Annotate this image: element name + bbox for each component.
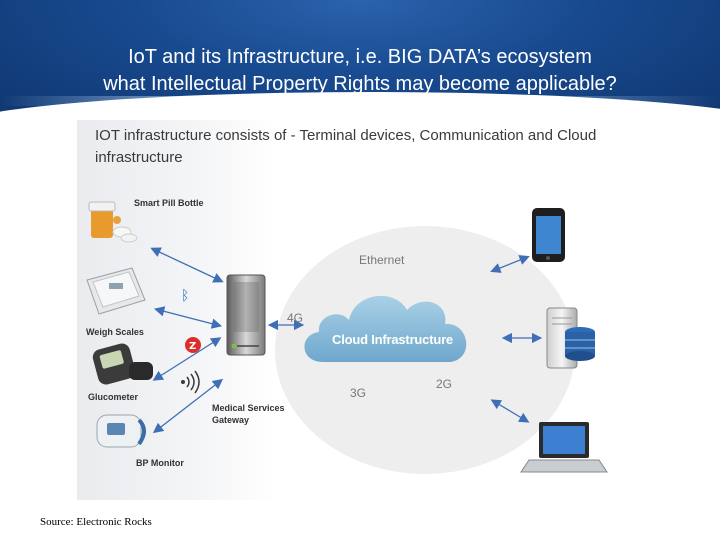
bp-monitor-icon bbox=[96, 414, 146, 448]
title-banner bbox=[0, 0, 720, 125]
label-weigh-scales: Weigh Scales bbox=[86, 327, 144, 337]
gateway-label-line1: Medical Services bbox=[212, 403, 285, 413]
smartphone-icon bbox=[532, 208, 565, 262]
weigh-scale-icon bbox=[86, 267, 146, 315]
diagram-heading: IOT infrastructure consists of - Termina… bbox=[95, 125, 615, 169]
source-caption: Source: Electronic Rocks bbox=[40, 516, 152, 528]
diagram-heading-line1: IOT infrastructure consists of - Termina… bbox=[95, 127, 597, 144]
label-bp-monitor: BP Monitor bbox=[136, 458, 184, 468]
cloud-icon bbox=[304, 295, 467, 362]
bp-monitor-link-arrow bbox=[152, 378, 224, 434]
iot-infrastructure-diagram: IOT infrastructure consists of - Termina… bbox=[77, 120, 620, 500]
pill-bottle-icon bbox=[88, 201, 138, 243]
label-2g: 2G bbox=[436, 377, 453, 391]
pill-bottle-link-arrow bbox=[150, 247, 224, 283]
zigbee-icon: Z bbox=[185, 337, 201, 353]
gateway-label-line2: Gateway bbox=[212, 415, 250, 425]
label-smart-pill-bottle: Smart Pill Bottle bbox=[134, 198, 204, 208]
label-glucometer: Glucometer bbox=[88, 392, 139, 402]
wifi-signal-icon bbox=[181, 370, 200, 394]
diagram-graphics: ᛒ Z bbox=[86, 201, 608, 473]
server-database-icon bbox=[546, 307, 595, 369]
bluetooth-icon: ᛒ bbox=[181, 288, 189, 304]
label-cloud-infrastructure: Cloud Infrastructure bbox=[332, 332, 453, 347]
label-ethernet: Ethernet bbox=[359, 253, 405, 267]
medical-gateway-icon bbox=[226, 274, 266, 356]
label-4g: 4G bbox=[287, 311, 304, 325]
glucometer-icon bbox=[92, 343, 153, 385]
laptop-link-arrow bbox=[490, 399, 530, 423]
glucometer-link-arrow bbox=[152, 337, 222, 381]
label-medical-services-gateway: Medical Services Gateway bbox=[212, 402, 285, 426]
slide-title-line1: IoT and its Infrastructure, i.e. BIG DAT… bbox=[128, 46, 592, 68]
svg-text:Z: Z bbox=[189, 341, 196, 352]
weigh-scale-link-arrow bbox=[153, 306, 223, 329]
phone-link-arrow bbox=[490, 255, 530, 273]
slide-title: IoT and its Infrastructure, i.e. BIG DAT… bbox=[20, 44, 700, 98]
slide-title-line2: what Intellectual Property Rights may be… bbox=[103, 73, 617, 95]
laptop-icon bbox=[520, 422, 608, 473]
diagram-heading-line2: infrastructure bbox=[95, 149, 183, 166]
label-3g: 3G bbox=[350, 386, 367, 400]
